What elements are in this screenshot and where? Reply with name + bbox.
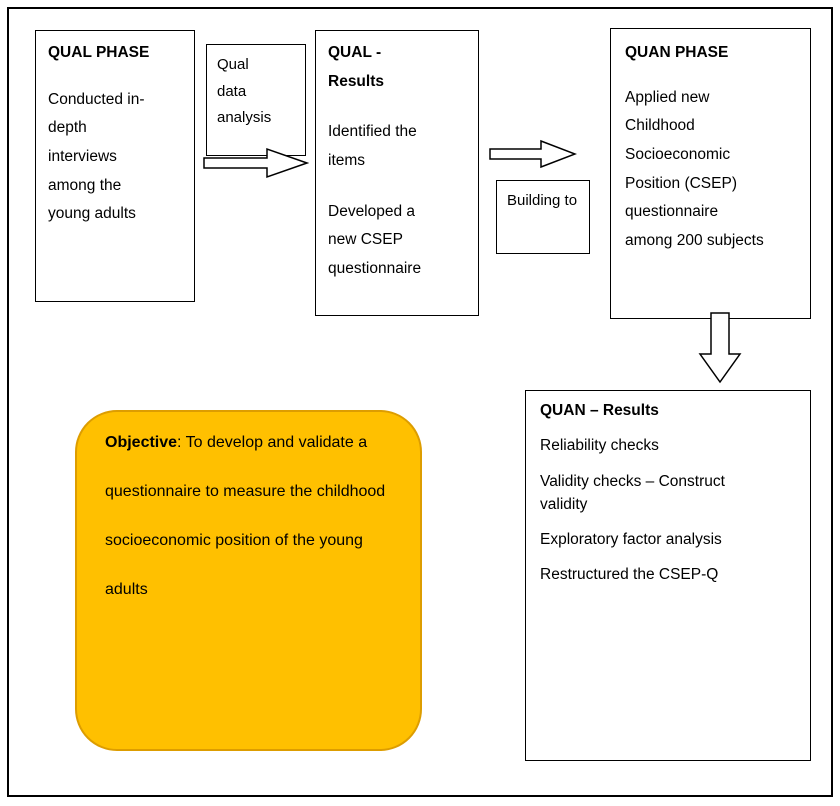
building-to-box: Building to	[496, 180, 590, 254]
outer-border	[7, 7, 833, 797]
quan-results-title: QUAN – Results	[540, 402, 659, 419]
quan-results-box: QUAN – Results Reliability checks Validi…	[525, 390, 811, 761]
right-arrow-qual-results-to-quan	[489, 139, 577, 169]
objective-text: Objective: To develop and validate a que…	[105, 418, 392, 614]
quan-phase-body: Applied new Childhood Socioeconomic Posi…	[625, 88, 764, 250]
building-to-label: Building to	[507, 192, 578, 209]
qual-data-analysis-box: Qual data analysis	[206, 44, 306, 156]
qual-phase-body: Conducted in-depth interviews among the …	[48, 90, 145, 223]
quan-results-item: Validity checks – Construct validity	[540, 472, 725, 513]
quan-results-item: Exploratory factor analysis	[540, 531, 722, 548]
objective-body: : To develop and validate a questionnair…	[105, 434, 386, 598]
qual-results-item: Developed a new CSEP questionnaire	[328, 202, 422, 278]
qual-phase-title: QUAL PHASE	[48, 44, 150, 61]
quan-results-item: Restructured the CSEP-Q	[540, 566, 719, 584]
qual-results-box: QUAL - Results Identified the items Deve…	[315, 30, 479, 316]
right-arrow-qual-to-qual-results	[203, 147, 309, 179]
objective-label: Objective	[105, 434, 178, 451]
qual-phase-box: QUAL PHASE Conducted in-depth interviews…	[35, 30, 195, 302]
quan-phase-title: QUAN PHASE	[625, 44, 729, 61]
qual-results-item: Identified the items	[328, 123, 417, 170]
quan-results-item: Reliability checks	[540, 437, 659, 455]
quan-phase-box: QUAN PHASE Applied new Childhood Socioec…	[610, 28, 811, 319]
qual-results-title: QUAL - Results	[328, 44, 384, 90]
down-arrow-quan-to-quan-results	[697, 312, 743, 384]
objective-callout: Objective: To develop and validate a que…	[75, 410, 422, 751]
qual-data-analysis-label: Qual data analysis	[217, 56, 272, 127]
